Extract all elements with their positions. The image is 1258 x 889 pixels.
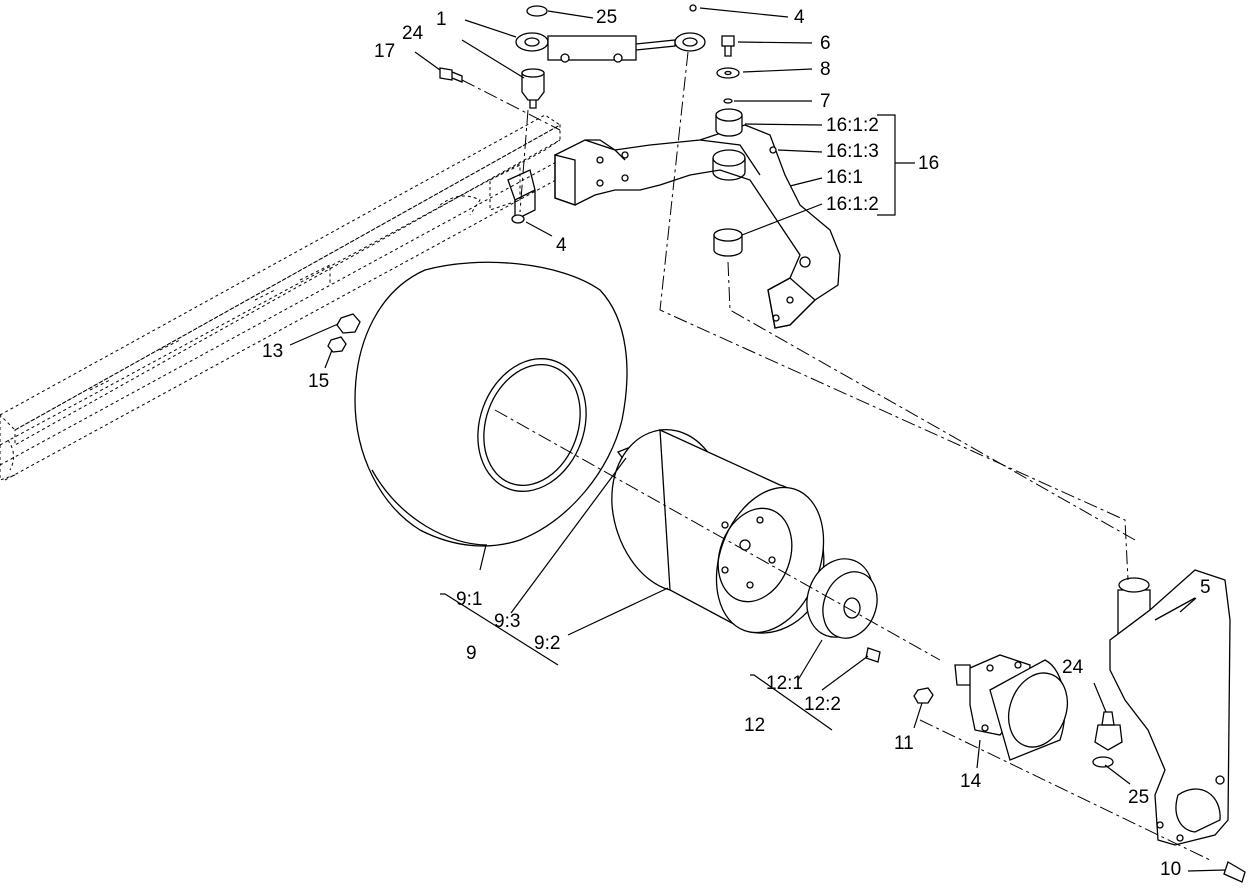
caster-fork [554,124,841,329]
lug-nut-15 [327,336,347,353]
ball-joint-lower [1092,711,1123,768]
lug-nut-13 [336,313,361,334]
bolt-10 [1223,861,1246,883]
callout-24-top: 24 [402,23,424,44]
callout-8: 8 [820,59,831,80]
callout-9: 9 [466,643,477,664]
callout-6: 6 [820,33,831,54]
callout-5: 5 [1200,577,1211,598]
bolt-17 [439,67,463,83]
callout-14: 14 [960,771,982,792]
bushing-upper [715,108,743,137]
callout-24-bot: 24 [1062,657,1084,678]
callout-17: 17 [374,41,396,62]
callout-12-2: 12:2 [804,694,841,715]
callout-12: 12 [744,715,766,736]
wheel-rim [611,428,825,634]
caster-housing [1109,569,1231,846]
callout-25-bot: 25 [1128,787,1150,808]
hardware-stack [689,4,777,154]
ball-joint-upper [521,68,545,109]
bushing-lower [713,228,743,257]
callout-16-1-2-a: 16:1:2 [826,115,879,136]
callout-9-2: 9:2 [534,633,561,654]
callout-16-1-3: 16:1:3 [826,141,879,162]
callout-25-top: 25 [596,7,618,28]
callout-9-1: 9:1 [456,589,483,610]
callout-16-1: 16:1 [826,167,863,188]
hydraulic-motor [954,654,1068,761]
callout-10: 10 [1160,859,1182,880]
callout-9-3: 9:3 [494,611,521,632]
callout-7: 7 [820,91,831,112]
nut-4 [511,214,525,224]
callout-1: 1 [436,9,447,30]
callout-12-1: 12:1 [766,673,803,694]
steering-cylinder [515,5,706,63]
frame-rail [0,114,566,481]
wheel-hub [806,558,878,639]
centerlines [461,51,1211,861]
tire [354,261,628,547]
leader-lines [289,7,1226,872]
callout-4-top: 4 [794,7,805,28]
callout-16-1-2-b: 16:1:2 [826,194,879,215]
nut-11 [913,687,934,704]
callout-13: 13 [262,341,284,362]
wheel-stud [865,647,881,663]
callout-11: 11 [894,733,914,754]
callout-16: 16 [918,153,940,174]
callout-4-mid: 4 [556,235,567,256]
callout-15: 15 [308,371,330,392]
